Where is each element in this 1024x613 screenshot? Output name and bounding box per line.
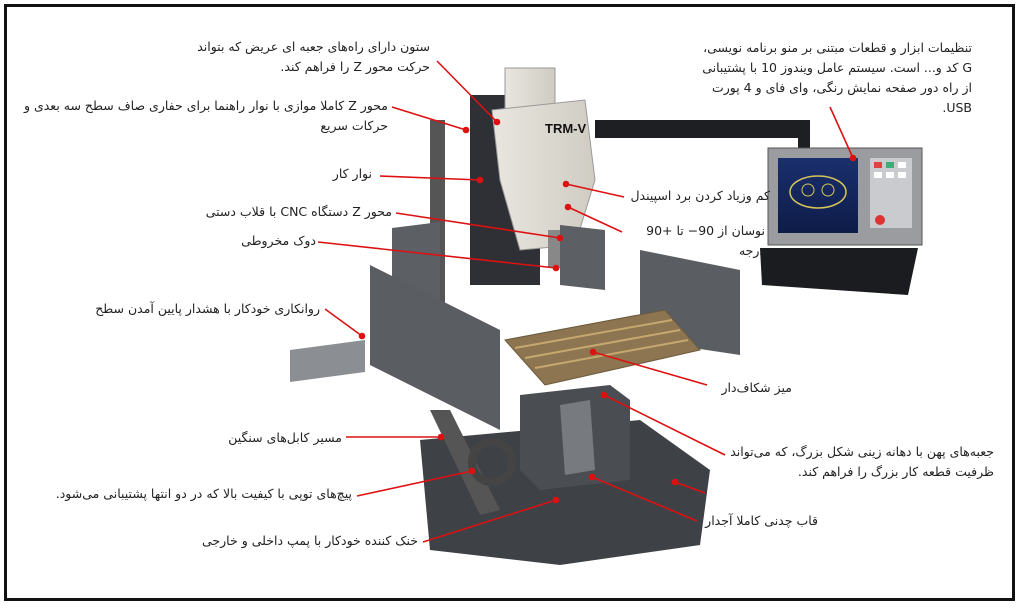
label-z-axis-handwheel: محور Z دستگاه CNC با قلاب دستی (205, 204, 392, 219)
table-slot (524, 329, 681, 359)
label-ballscrews: پیچ‌های توپی با کیفیت بالا که در دو انته… (55, 486, 352, 501)
ballscrew-cover (560, 400, 595, 475)
coolant-trough (290, 340, 365, 382)
t-slot-table (504, 309, 701, 386)
enclosure-right-wall (560, 225, 605, 290)
cable-roll (468, 438, 516, 486)
base-plate (420, 420, 710, 565)
screen-hole (821, 183, 835, 197)
chip-guard-left (370, 265, 500, 430)
label-column: ستون دارای راه‌های جعبه ای عریض که بتوان… (197, 39, 430, 74)
label-control: تنظیمات ابزار و قطعات مبتنی بر منو برنام… (702, 40, 972, 115)
screen-toolpath (789, 175, 847, 209)
table-slot (514, 319, 673, 349)
callout-lines (317, 60, 857, 543)
cable-carrier-lower (430, 410, 500, 515)
label-spindle-taper: دوک مخروطی (241, 233, 316, 248)
table-slot (534, 339, 689, 369)
label-cable-path: مسیر کابل‌های سنگین (228, 430, 342, 445)
label-swivel: نوسان از 90− تا +90 درجه (646, 223, 765, 258)
label-cooling: خنک کننده خودکار با پمپ داخلی و خارجی (202, 533, 418, 548)
label-t-slot-table: میز شکاف‌دار (721, 380, 792, 395)
screen-hole (801, 183, 815, 197)
label-coolant: روانکاری خودکار با هشدار پایین آمدن سطح (95, 301, 320, 316)
label-light-head: کم وزیاد کردن برد اسپیندل (630, 188, 770, 203)
label-z-axis-parallel: محور Z کاملا موازی با نوار راهنما برای ح… (23, 98, 388, 133)
label-frame: قاب چدنی کاملا آجدار (705, 513, 818, 528)
head-badge: TRM-V (545, 121, 586, 136)
console-keypad (870, 158, 912, 228)
label-saddle: جعبه‌های پهن با دهانه زینی شکل بزرگ، که … (730, 444, 994, 479)
pendant-arm (595, 120, 810, 138)
console-keyboard (760, 248, 918, 295)
label-tool-band: نوار کار (332, 166, 372, 181)
